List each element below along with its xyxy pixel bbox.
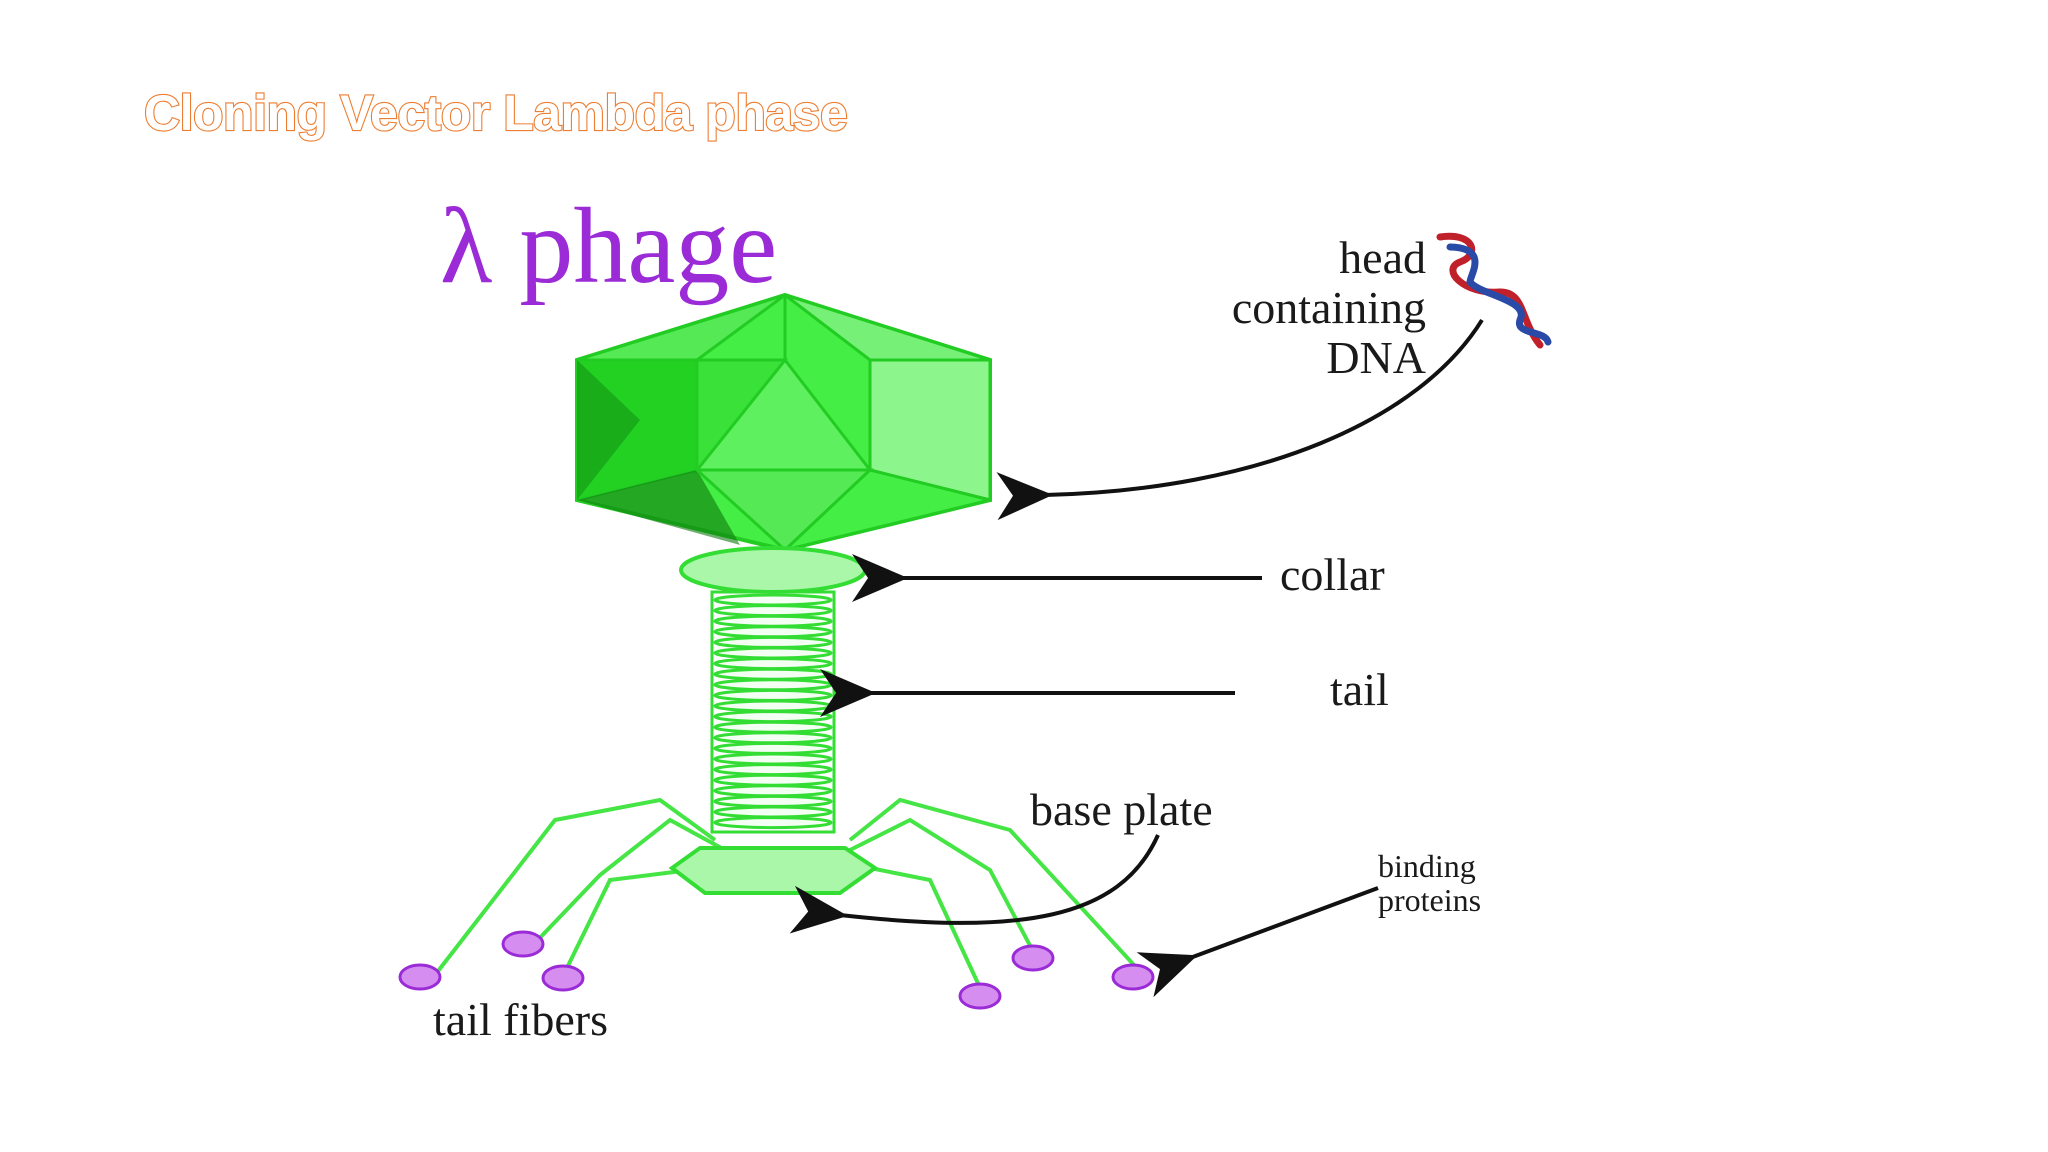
tail-ring xyxy=(713,688,833,702)
tail-ring xyxy=(713,731,833,745)
arrow-head xyxy=(996,318,1484,521)
tail-ring xyxy=(713,667,833,681)
tail-ring xyxy=(713,614,833,628)
label-tail: tail xyxy=(1330,664,1389,715)
phage-head xyxy=(575,292,992,553)
tail-fibers xyxy=(433,797,1147,993)
tail-ring xyxy=(713,593,833,607)
arrow-binding-proteins xyxy=(1136,886,1379,998)
tail-ring xyxy=(713,720,833,734)
phage-collar xyxy=(679,546,867,594)
label-binding-2: proteins xyxy=(1378,882,1481,918)
tail-ring xyxy=(713,635,833,649)
slide-title: Cloning Vector Lambda phase xyxy=(143,84,849,142)
label-collar: collar xyxy=(1280,549,1385,600)
label-base-plate: base plate xyxy=(1030,784,1213,835)
tail-ring xyxy=(713,773,833,787)
label-head-3: DNA xyxy=(1326,332,1426,383)
tail-ring xyxy=(713,699,833,713)
tail-ring xyxy=(713,805,833,819)
label-tail-fibers: tail fibers xyxy=(433,994,608,1045)
tail-ring xyxy=(713,678,833,692)
tail-ring xyxy=(713,816,833,830)
diagram-heading: λ phage xyxy=(440,187,777,306)
tail-ring xyxy=(713,657,833,671)
label-head-1: head xyxy=(1339,232,1426,283)
lambda-phage-diagram: λ phage xyxy=(398,187,1552,1045)
tail-ring xyxy=(713,763,833,777)
tail-ring xyxy=(713,604,833,618)
tail-ring xyxy=(713,784,833,798)
label-binding-1: binding xyxy=(1378,848,1476,884)
tail-ring xyxy=(713,710,833,724)
label-arrows xyxy=(789,318,1484,998)
tail-ring xyxy=(713,752,833,766)
tail-ring xyxy=(713,741,833,755)
phage-tail xyxy=(710,590,836,834)
arrow-base-plate xyxy=(789,834,1160,934)
label-head-2: containing xyxy=(1232,282,1426,333)
phage-base-plate xyxy=(668,846,879,895)
tail-ring xyxy=(713,625,833,639)
tail-ring xyxy=(713,794,833,808)
dna-helix-icon xyxy=(1436,232,1552,349)
tail-ring xyxy=(713,646,833,660)
